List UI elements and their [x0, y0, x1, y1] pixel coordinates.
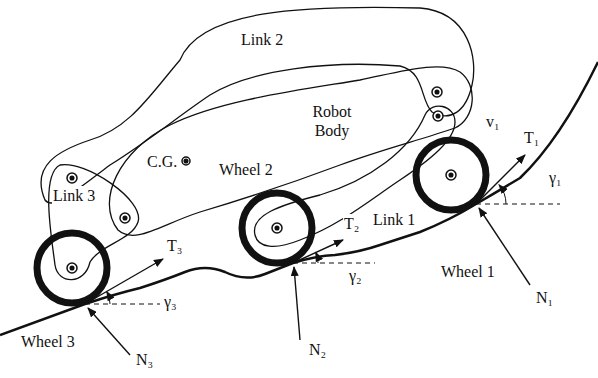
force-label: T₂ [343, 214, 360, 233]
force-label: T₃ [166, 236, 183, 255]
force-label: T₁ [523, 128, 540, 147]
angle-arc [107, 185, 506, 304]
link-label: Link 1 [372, 210, 416, 229]
body-label: Robot Body [303, 102, 361, 140]
cg-label: C.G. [146, 152, 178, 171]
robot-body-outline [109, 67, 472, 235]
angle-label: γ₁ [548, 168, 563, 187]
link-label: Link 3 [52, 186, 96, 205]
velocity-label: v₁ [485, 112, 501, 131]
wheel-label: Wheel 2 [218, 160, 274, 179]
angle-label: γ₂ [348, 266, 363, 285]
link-3-outline [49, 165, 139, 280]
force-label: N₃ [135, 350, 154, 369]
wheel [37, 140, 486, 303]
force-label: N₂ [308, 340, 327, 359]
wheel-label: Wheel 1 [440, 262, 496, 281]
pivot-joint [67, 87, 456, 273]
reference-line [85, 204, 560, 304]
link-label: Link 2 [240, 30, 284, 49]
wheel-label: Wheel 3 [20, 332, 76, 351]
angle-label: γ₃ [163, 292, 178, 311]
force-label: N₁ [535, 288, 554, 307]
ground-line [0, 62, 598, 335]
force-arrow [85, 155, 530, 355]
